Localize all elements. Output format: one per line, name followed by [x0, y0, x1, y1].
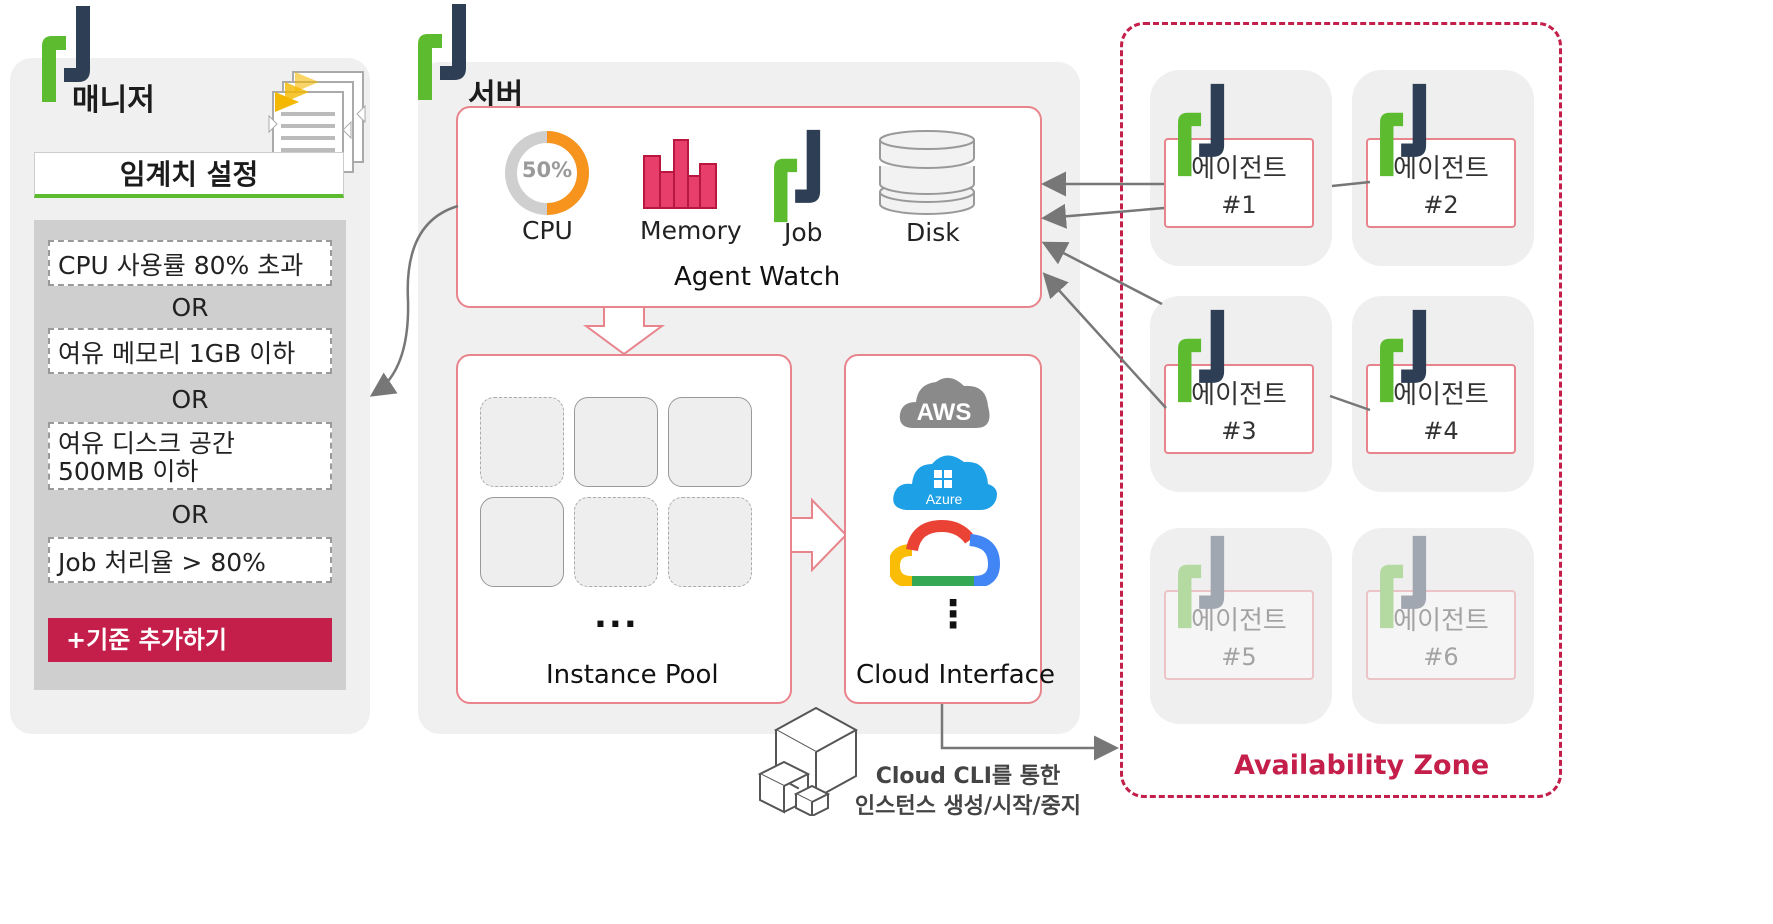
memory-chart-icon: [643, 139, 717, 209]
agent-label-5: 에이전트: [1191, 606, 1287, 636]
job-label: Job: [784, 218, 823, 247]
agent-box-2[interactable]: 에이전트 #2: [1366, 138, 1516, 228]
instance-slot: [480, 497, 564, 587]
boxes-icon: [757, 706, 859, 816]
add-criterion-label: +기준 추가하기: [66, 626, 227, 654]
availability-zone-title: Availability Zone: [1234, 750, 1490, 781]
or-label-2: OR: [171, 385, 209, 414]
azure-text: Azure: [926, 491, 963, 507]
manager-title: 매니저: [72, 83, 155, 118]
agent-label-1: 에이전트: [1191, 154, 1287, 184]
instance-slot: [668, 397, 752, 487]
disk-stack-icon: [879, 130, 975, 215]
criterion-cpu[interactable]: CPU 사용률 80% 초과: [48, 240, 332, 286]
instance-slot: [574, 497, 658, 587]
cli-note-line1: Cloud CLI를 통한: [875, 764, 1061, 789]
agent-num-5: #5: [1221, 643, 1257, 671]
cli-note-line2: 인스턴스 생성/시작/중지: [854, 794, 1082, 819]
cli-note: Cloud CLI를 통한 인스턴스 생성/시작/중지: [850, 762, 1086, 822]
google-cloud-icon: [890, 520, 1000, 586]
azure-cloud-icon: Azure: [893, 455, 997, 510]
agent-label-6: 에이전트: [1393, 606, 1489, 636]
agent-num-1: #1: [1221, 191, 1257, 219]
down-arrow-icon: [582, 306, 666, 356]
instance-pool-title: Instance Pool: [546, 660, 719, 690]
criterion-disk[interactable]: 여유 디스크 공간 500MB 이하: [48, 422, 332, 490]
cloud-ellipsis: ⋮: [934, 592, 972, 636]
disk-label: Disk: [906, 218, 960, 247]
agent-label-3: 에이전트: [1191, 380, 1287, 410]
agent-num-3: #3: [1221, 417, 1257, 445]
instance-slot: [574, 397, 658, 487]
cpu-badge: 50%: [521, 158, 573, 182]
instance-slot: [480, 397, 564, 487]
agent-label-4: 에이전트: [1393, 380, 1489, 410]
availability-zone-border: [1120, 22, 1562, 798]
agent-num-6: #6: [1423, 643, 1459, 671]
aws-cloud-icon: AWS: [899, 377, 990, 428]
instance-slot: [668, 497, 752, 587]
criterion-memory[interactable]: 여유 메모리 1GB 이하: [48, 328, 332, 374]
cloud-interface-title: Cloud Interface: [856, 660, 1055, 690]
agent-num-2: #2: [1423, 191, 1459, 219]
instance-pool-ellipsis: ...: [594, 596, 639, 636]
add-criterion-button[interactable]: +기준 추가하기: [48, 618, 332, 662]
right-arrow-icon: [790, 497, 848, 573]
cpu-label: CPU: [522, 216, 573, 245]
cpu-gauge-icon: [505, 131, 589, 215]
or-label-3: OR: [171, 500, 209, 529]
agent-num-4: #4: [1423, 417, 1459, 445]
aws-text: AWS: [917, 399, 972, 426]
threshold-title: 임계치 설정: [119, 158, 259, 191]
threshold-title-box: 임계치 설정: [34, 152, 344, 198]
criterion-job[interactable]: Job 처리율 > 80%: [48, 537, 332, 583]
agent-watch-title: Agent Watch: [674, 262, 841, 292]
memory-label: Memory: [640, 216, 742, 245]
or-label-1: OR: [171, 293, 209, 322]
agent-label-2: 에이전트: [1393, 154, 1489, 184]
